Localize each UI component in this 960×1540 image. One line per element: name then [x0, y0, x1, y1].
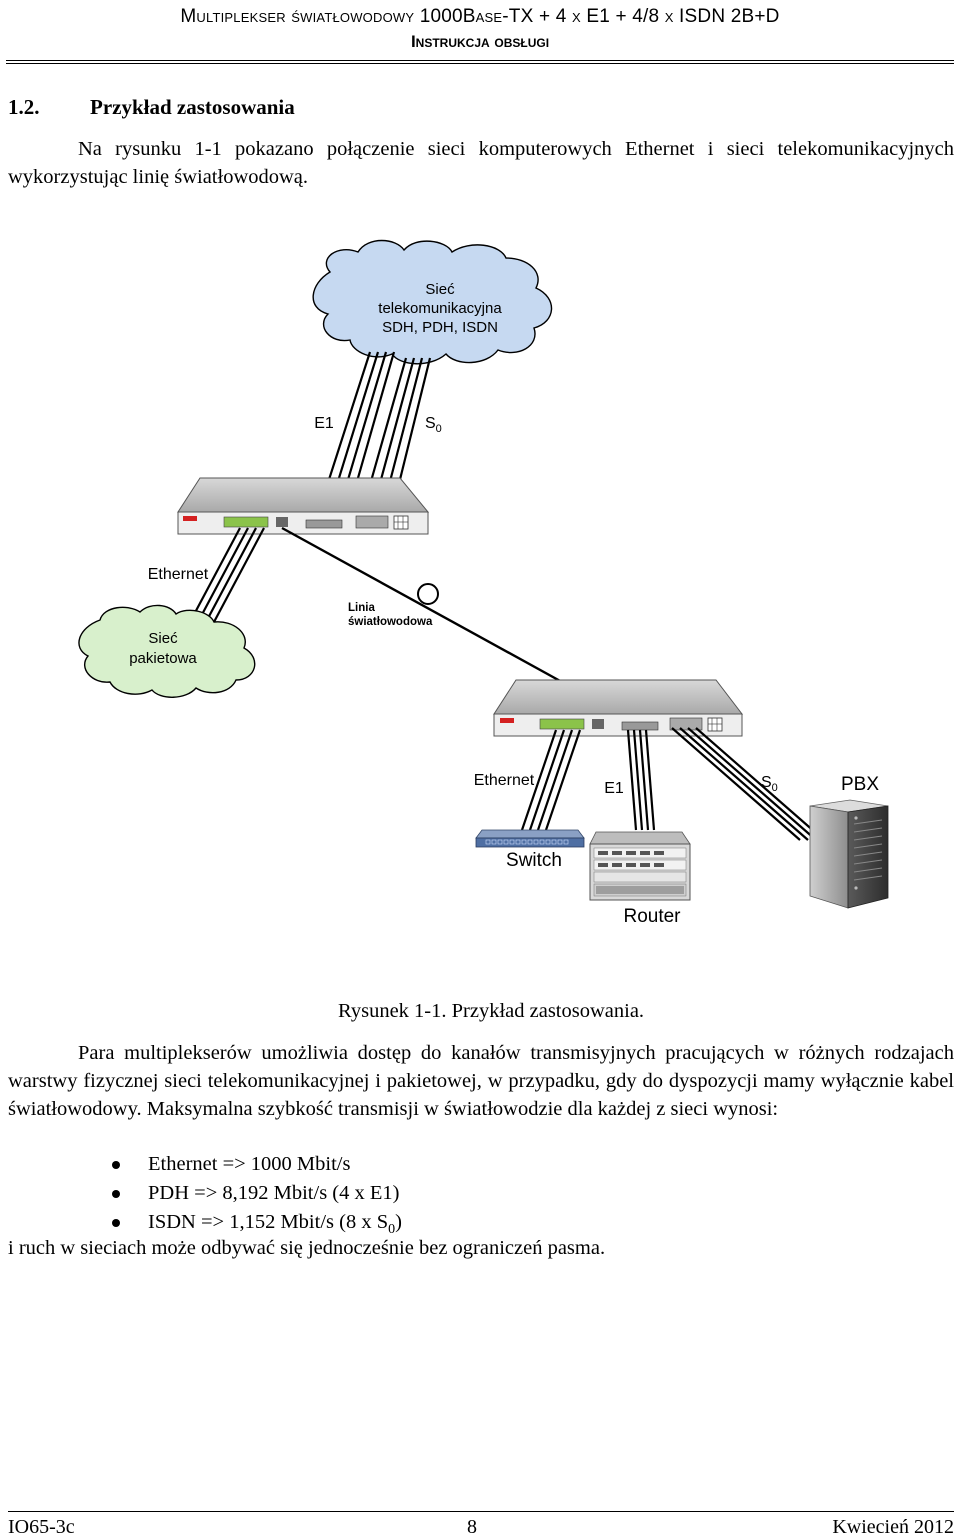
footer-date: Kwiecień 2012 [832, 1516, 954, 1538]
section-number: 1.2. [8, 95, 40, 119]
ethernet-cables-bottom [520, 729, 582, 831]
multiplexer-top [177, 477, 430, 535]
list-item: PDH => 8,192 Mbit/s (4 x E1) [108, 1179, 402, 1208]
cloud-top-line-2: telekomunikacyjna [378, 300, 502, 317]
list-item: Ethernet => 1000 Mbit/s [108, 1150, 402, 1179]
header-rule-1 [6, 60, 954, 61]
speed-list: Ethernet => 1000 Mbit/s PDH => 8,192 Mbi… [108, 1150, 402, 1237]
intro-paragraph: Na rysunku 1-1 pokazano połączenie sieci… [8, 138, 954, 188]
fiber-label-line-2: światłowodowa [348, 616, 433, 628]
section-title: Przykład zastosowania [90, 95, 295, 119]
list-item-text: ISDN => 1,152 Mbit/s (8 x S [148, 1211, 389, 1233]
header-rule-2 [6, 63, 954, 64]
label-ethernet-top: Ethernet [148, 566, 209, 583]
label-router: Router [623, 906, 681, 927]
e1-cables-bottom [626, 729, 656, 831]
telecom-cloud: Sieć telekomunikacyjna SDH, PDH, ISDN [312, 239, 553, 365]
section-heading: 1.2. Przykład zastosowania [8, 95, 295, 120]
footer-doc-code: IO65-3c [8, 1516, 75, 1538]
cloud-left-line-1: Sieć [148, 630, 178, 647]
list-item: ISDN => 1,152 Mbit/s (8 x S0) [108, 1208, 402, 1237]
label-s0-bottom: S0 [761, 774, 778, 794]
bullet-icon [112, 1190, 120, 1198]
packet-cloud: Sieć pakietowa [78, 604, 256, 698]
network-diagram: Sieć telekomunikacyjna SDH, PDH, ISDN E1… [78, 239, 889, 927]
header-title: Multiplekser światłowodowy 1000Base-TX +… [180, 6, 780, 27]
label-pbx: PBX [841, 774, 879, 795]
label-s0-top: S0 [425, 415, 442, 435]
cloud-left-line-2: pakietowa [129, 650, 197, 667]
s0-cables-bottom [671, 727, 825, 841]
pbx-icon [809, 799, 889, 909]
label-ethernet-bottom: Ethernet [474, 772, 535, 789]
ethernet-cables-top [189, 527, 265, 623]
cloud-top-line-3: SDH, PDH, ISDN [382, 319, 498, 336]
list-item-text: Ethernet => 1000 Mbit/s [148, 1153, 351, 1175]
label-e1-top: E1 [314, 415, 334, 432]
multiplexer-bottom [493, 679, 744, 737]
figure-caption: Rysunek 1-1. Przykład zastosowania. [338, 1000, 645, 1022]
list-item-tail: ) [395, 1211, 402, 1233]
fiber-label-line-1: Linia [348, 602, 375, 614]
label-switch: Switch [506, 850, 562, 871]
closing-line: i ruch w sieciach może odbywać się jedno… [8, 1237, 606, 1259]
footer-rule [8, 1511, 954, 1512]
fiber-link: Linia światłowodowa [281, 526, 563, 684]
switch-icon [475, 829, 585, 848]
bullet-icon [112, 1219, 120, 1227]
body-paragraph: Para multiplekserów umożliwia dostęp do … [8, 1042, 954, 1120]
bullet-icon [112, 1161, 120, 1169]
list-item-subscript: 0 [388, 1222, 396, 1238]
list-item-text: PDH => 8,192 Mbit/s (4 x E1) [148, 1182, 400, 1204]
label-e1-bottom: E1 [604, 780, 624, 797]
cloud-top-line-1: Sieć [425, 281, 455, 298]
header-subtitle: Instrukcja obsługi [410, 32, 550, 51]
router-icon [589, 831, 691, 901]
footer-page-number: 8 [467, 1516, 477, 1538]
